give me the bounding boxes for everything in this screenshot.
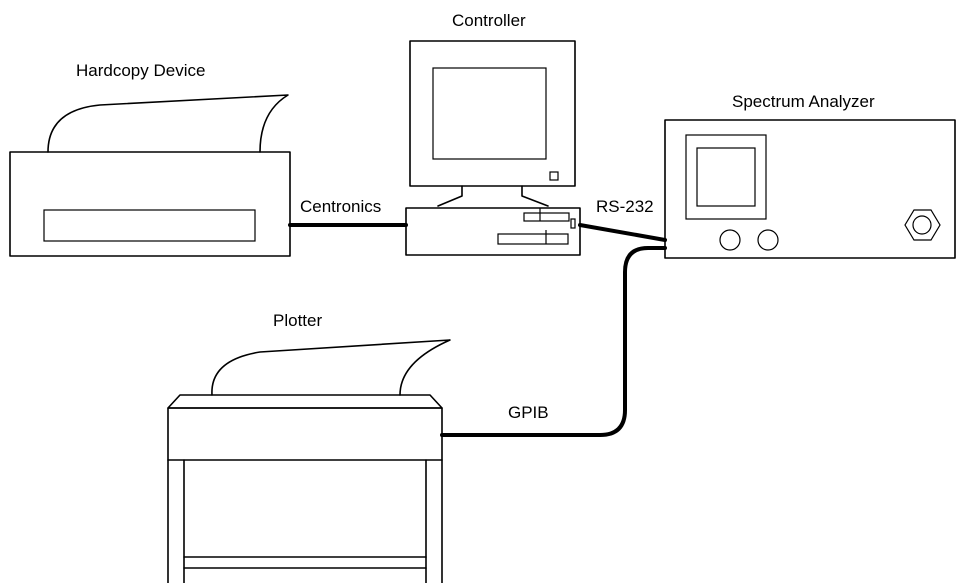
controller-screen [432, 67, 547, 160]
rs232-cable [578, 223, 667, 242]
controller-base [405, 207, 581, 256]
hardcopy-label: Hardcopy Device [76, 61, 205, 80]
hardcopy-device [9, 94, 291, 257]
hardcopy-slot [43, 209, 256, 242]
analyzer-connector-inner [912, 215, 932, 235]
analyzer-knob-1 [719, 229, 741, 251]
gpib-label: GPIB [508, 403, 549, 422]
plotter-paper [211, 339, 451, 396]
controller [405, 40, 581, 256]
rs232-label: RS-232 [596, 197, 654, 216]
controller-drive-top [523, 212, 570, 222]
centronics-label: Centronics [300, 197, 381, 216]
analyzer-connector [904, 209, 941, 241]
analyzer-screen-bezel [685, 134, 767, 220]
spectrum-analyzer [664, 119, 956, 259]
analyzer-label: Spectrum Analyzer [732, 92, 875, 111]
plotter [167, 339, 451, 583]
controller-label: Controller [452, 11, 526, 30]
controller-monitor [409, 40, 576, 187]
hardcopy-body [9, 151, 291, 257]
plotter-top [167, 394, 443, 409]
analyzer-body [664, 119, 956, 259]
controller-stand [437, 185, 549, 207]
plotter-head [167, 407, 443, 461]
analyzer-screen [696, 147, 756, 207]
hardcopy-paper [47, 94, 289, 153]
plotter-label: Plotter [273, 311, 322, 330]
controller-power-icon [549, 171, 559, 181]
gpib-cable [440, 246, 667, 437]
analyzer-knob-2 [757, 229, 779, 251]
controller-drive-bottom [497, 233, 569, 245]
